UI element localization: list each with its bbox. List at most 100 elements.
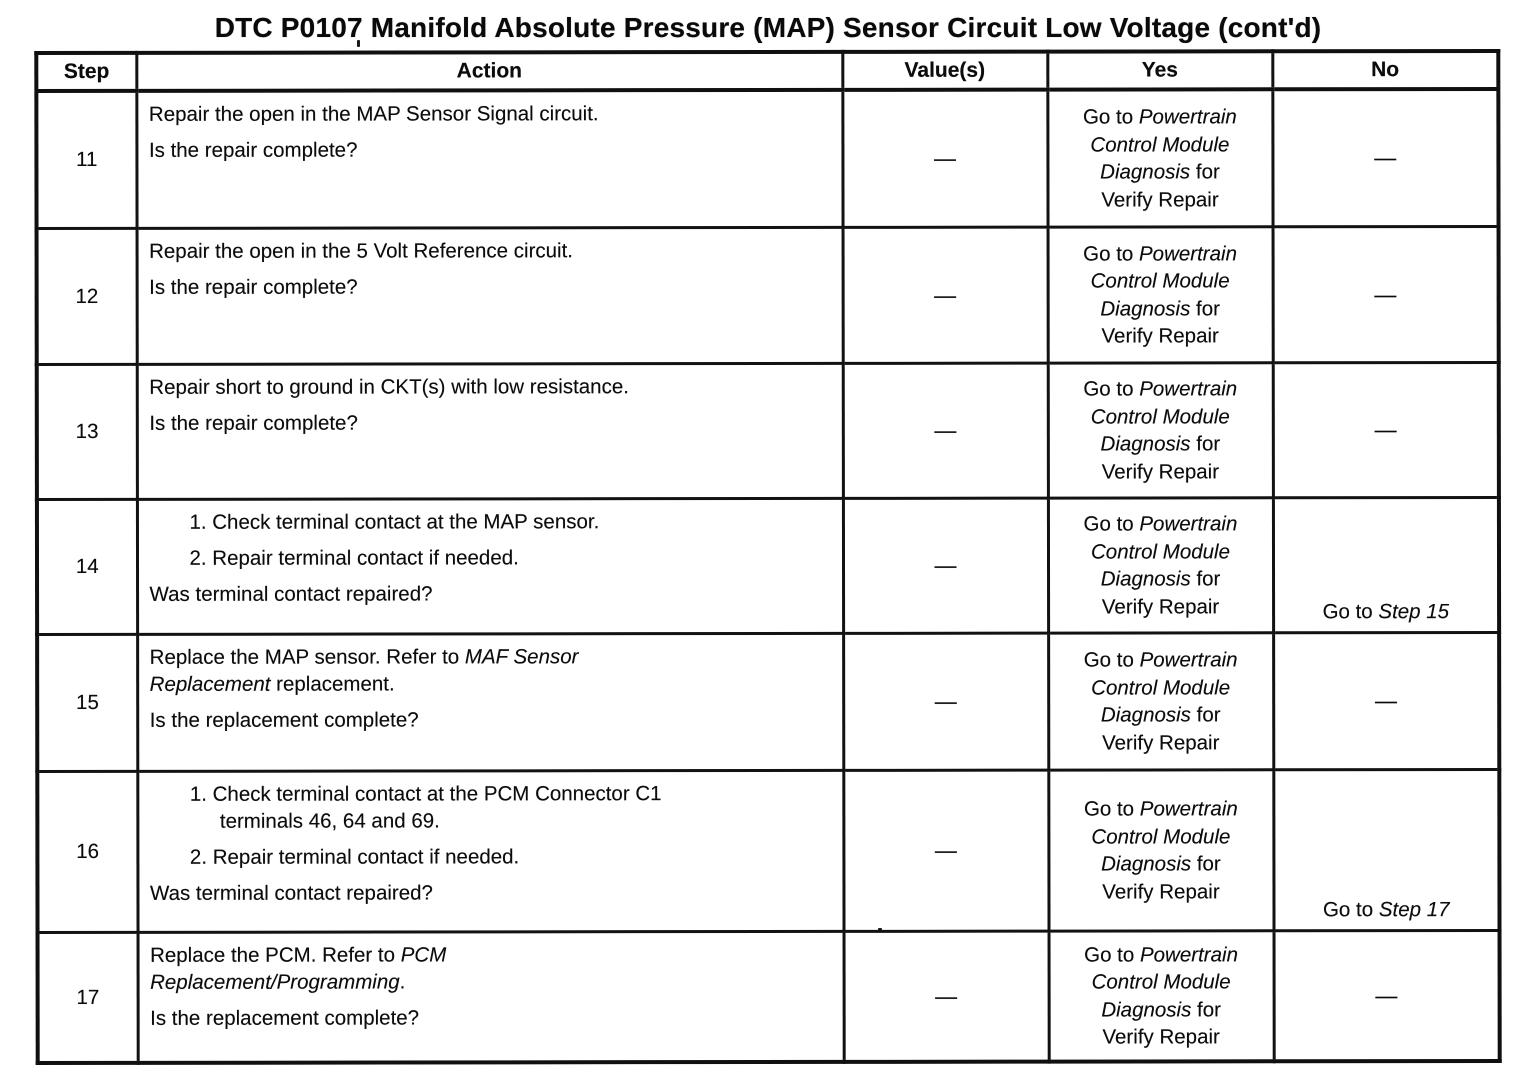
text: Repair the open in the MAP Sensor Signal… (148, 102, 599, 126)
text: 1. Check terminal contact at the PCM Con… (189, 782, 662, 806)
step-cell: 16 (37, 771, 138, 933)
text: for (1190, 567, 1221, 591)
no-cell: Go to Step 15 (1272, 497, 1500, 633)
text: Verify Repair (1101, 187, 1219, 212)
yes-line: Control Module (1052, 968, 1270, 996)
action-cell: Repair the open in the MAP Sensor Signal… (136, 89, 843, 229)
action-line: Replace the MAP sensor. Refer to MAF Sen… (150, 643, 832, 671)
step-cell: 15 (37, 634, 138, 772)
action-cell: Repair the open in the 5 Volt Reference … (136, 227, 843, 365)
column-header-action: Action (136, 51, 843, 91)
text: Is the replacement complete? (149, 708, 419, 732)
scanned-table-region: Step Action Value(s) Yes No 11 Repair th… (34, 48, 1502, 1065)
text: 1. Check terminal contact at the MAP sen… (189, 510, 600, 534)
action-cell: 1. Check terminal contact at the MAP sen… (136, 498, 844, 635)
values-cell: — (842, 498, 1049, 634)
italic-text: Diagnosis (1100, 296, 1191, 321)
column-header-no: No (1272, 50, 1499, 90)
italic-text: MAF Sensor (464, 645, 579, 669)
yes-line: Verify Repair (1052, 878, 1270, 906)
italic-text: Control Module (1091, 675, 1231, 700)
yes-line: Verify Repair (1051, 458, 1269, 486)
action-line: terminals 46, 64 and 69. (150, 807, 832, 835)
yes-line: Go to Powertrain (1052, 941, 1270, 969)
action-cell: 1. Check terminal contact at the PCM Con… (137, 770, 844, 933)
action-cell: Repair short to ground in CKT(s) with lo… (136, 363, 843, 500)
values-cell: — (842, 227, 1048, 364)
text: for (1191, 852, 1221, 876)
text: Verify Repair (1101, 459, 1220, 484)
text: Go to (1083, 512, 1140, 536)
italic-text: Control Module (1090, 539, 1231, 564)
yes-line: Go to Powertrain (1052, 795, 1270, 823)
values-cell: — (843, 770, 1049, 932)
table-row: 12 Repair the open in the 5 Volt Referen… (36, 226, 1499, 365)
text: Verify Repair (1102, 1025, 1220, 1049)
text: Verify Repair (1102, 730, 1220, 755)
text: for (1190, 432, 1221, 456)
action-line: 2. Repair terminal contact if needed. (150, 843, 832, 871)
italic-text: Powertrain (1139, 377, 1238, 401)
italic-text: Powertrain (1139, 942, 1238, 966)
yes-line: Diagnosis for (1051, 430, 1269, 458)
values-cell: — (843, 633, 1049, 771)
yes-line: Diagnosis for (1051, 158, 1269, 186)
action-line: Is the repair complete? (149, 273, 831, 301)
table-row: 15 Replace the MAP sensor. Refer to MAF … (37, 632, 1500, 772)
yes-line: Diagnosis for (1052, 701, 1270, 729)
step-cell: 11 (36, 90, 137, 229)
text: . (399, 970, 406, 994)
italic-text: PCM (400, 943, 447, 967)
action-line: Repair the open in the MAP Sensor Signal… (149, 100, 831, 128)
step-cell: 12 (36, 228, 137, 365)
text: Go to (1083, 797, 1140, 821)
text: Go to (1083, 377, 1140, 401)
text: Go to (1322, 600, 1379, 624)
text: for (1190, 160, 1220, 184)
yes-line: Go to Powertrain (1051, 103, 1269, 131)
action-line: Is the replacement complete? (150, 706, 832, 734)
action-line: Is the repair complete? (149, 409, 831, 437)
italic-text: Replacement (149, 672, 271, 696)
action-line: 1. Check terminal contact at the MAP sen… (149, 508, 831, 536)
yes-line: Go to Powertrain (1051, 240, 1269, 268)
action-line: Is the repair complete? (149, 136, 831, 164)
text: for (1191, 997, 1221, 1021)
italic-text: Powertrain (1139, 512, 1238, 536)
yes-line: Verify Repair (1051, 322, 1269, 350)
text: for (1190, 703, 1221, 727)
action-line: Repair the open in the 5 Volt Reference … (149, 237, 831, 265)
italic-text: Step 15 (1378, 600, 1450, 624)
yes-line: Go to Powertrain (1052, 646, 1270, 674)
text: Verify Repair (1101, 324, 1219, 348)
text: replacement. (270, 672, 395, 696)
action-line: Was terminal contact repaired? (150, 580, 832, 608)
yes-line: Control Module (1051, 538, 1269, 566)
text: Go to (1083, 648, 1140, 672)
yes-line: Diagnosis for (1052, 996, 1270, 1024)
action-line: Repair short to ground in CKT(s) with lo… (149, 373, 831, 401)
text: for (1190, 296, 1220, 320)
italic-text: Powertrain (1138, 241, 1238, 265)
action-line: Replace the PCM. Refer to PCM (150, 941, 832, 969)
text: Replace the PCM. Refer to (150, 943, 401, 967)
scan-artifact (878, 928, 882, 931)
action-line: Was terminal contact repaired? (150, 879, 832, 907)
table-body: 11 Repair the open in the MAP Sensor Sig… (36, 88, 1500, 1064)
text: Go to (1082, 105, 1139, 129)
table-row: 16 1. Check terminal contact at the PCM … (37, 769, 1500, 933)
italic-text: Powertrain (1139, 797, 1238, 821)
text: Verify Repair (1101, 594, 1220, 619)
no-cell: — (1273, 930, 1500, 1062)
italic-text: Diagnosis (1101, 997, 1192, 1022)
text: Was terminal contact repaired? (149, 881, 433, 905)
yes-line: Verify Repair (1052, 593, 1270, 621)
column-header-yes: Yes (1047, 51, 1273, 90)
text: Is the replacement complete? (150, 1006, 420, 1030)
text: Is the repair complete? (149, 411, 358, 435)
